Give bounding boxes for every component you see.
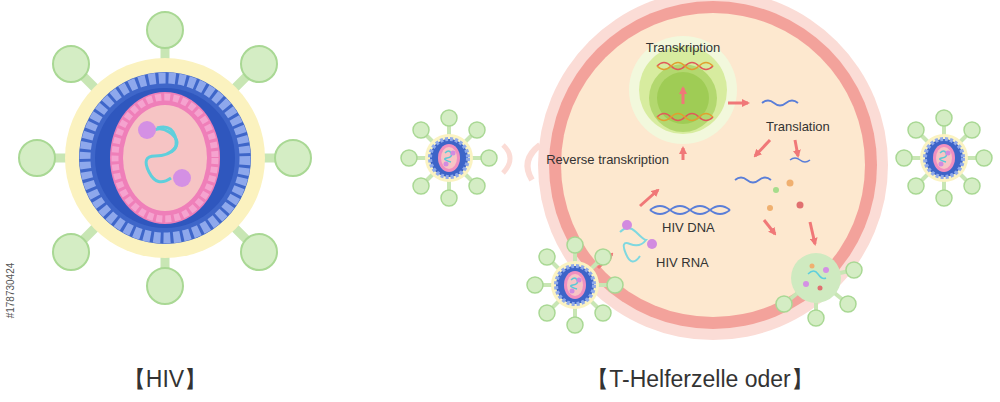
figure-caption: 【HIV】	[123, 367, 207, 392]
process-label: Transkription	[646, 41, 721, 55]
molecule-label: HIV DNA	[662, 221, 715, 235]
process-label: Translation	[766, 120, 830, 134]
figure-caption: 【T-Helferzelle oder】	[586, 367, 814, 392]
molecule-label: HIV RNA	[656, 256, 709, 270]
image-id: #178730424	[6, 262, 17, 318]
process-label: Reverse transkription	[546, 153, 669, 167]
